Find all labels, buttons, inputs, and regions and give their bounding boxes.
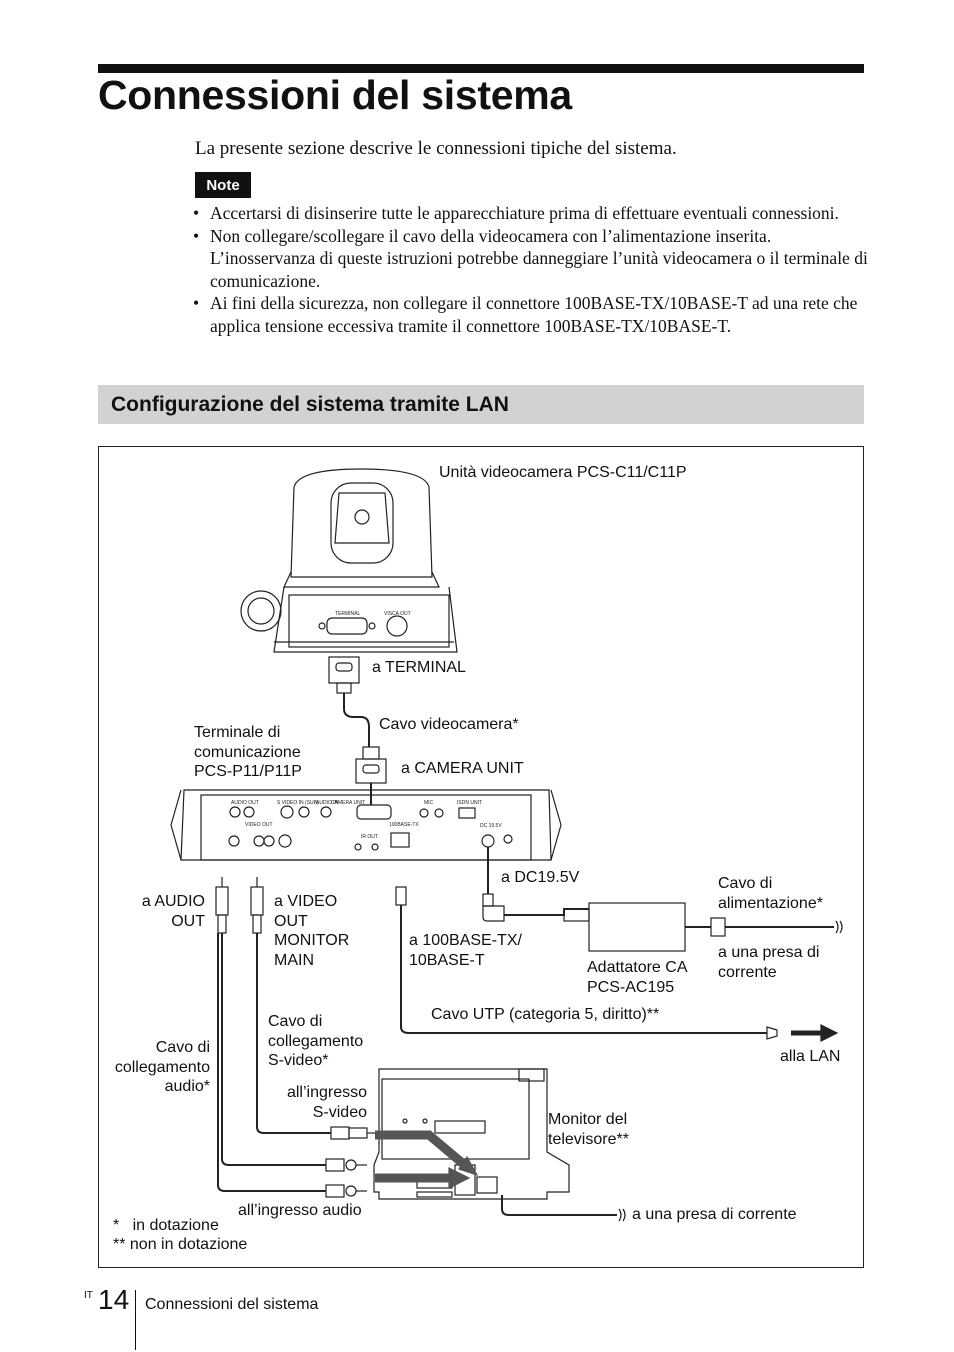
label-tv-monitor: Monitor del televisore**	[548, 1111, 629, 1148]
label-svideo-in: all’ingresso S-video	[286, 1084, 367, 1121]
label-to-terminal: a TERMINAL	[372, 659, 466, 676]
label-audio-in: all’ingresso audio	[238, 1202, 362, 1219]
label-to-video-out: a VIDEO OUT MONITOR MAIN	[274, 893, 350, 969]
note-item: •Non collegare/scollegare il cavo della …	[193, 225, 868, 291]
power-cord	[685, 917, 843, 937]
label-to-outlet-1: a una presa di corrente	[718, 944, 820, 981]
label-audio-cable: Cavo di collegamento audio*	[114, 1039, 210, 1095]
label-camera-cable: Cavo videocamera*	[379, 716, 519, 733]
dc-cable	[482, 847, 590, 922]
svg-text:CAMERA UNIT: CAMERA UNIT	[331, 800, 365, 806]
label-to-lan-port: a 100BASE-TX/ 10BASE-T	[409, 932, 522, 969]
label-power-cable: Cavo di alimentazione*	[718, 875, 823, 912]
title-rule	[98, 64, 864, 73]
svg-text:VIDEO OUT: VIDEO OUT	[245, 822, 273, 828]
camera-cable	[343, 693, 370, 747]
legend-supplied: * in dotazione	[113, 1217, 219, 1234]
footer-section: Connessioni del sistema	[145, 1296, 319, 1313]
svg-text:IR OUT: IR OUT	[361, 834, 378, 840]
label-to-camera-unit: a CAMERA UNIT	[401, 760, 524, 777]
intro-text: La presente sezione descrive le connessi…	[195, 138, 677, 159]
svg-text:VISCA OUT: VISCA OUT	[384, 611, 411, 617]
note-item: •Accertarsi di disinserire tutte le appa…	[193, 203, 839, 223]
svg-text:AUDIO OUT: AUDIO OUT	[231, 800, 259, 806]
label-terminal: Terminale di comunicazione PCS-P11/P11P	[194, 724, 302, 780]
terminal-drawing: AUDIO OUT S VIDEO IN (SUB) AUDIO IN CAME…	[170, 789, 562, 861]
svideo-arrow	[375, 1130, 470, 1171]
section-heading: Configurazione del sistema tramite LAN	[98, 385, 864, 424]
camera-unit-drawing: TERMINAL VISCA OUT	[240, 468, 458, 653]
label-to-outlet-2: a una presa di corrente	[632, 1206, 797, 1223]
note-list: •Accertarsi di disinserire tutte le appa…	[193, 202, 873, 337]
svg-text:AUDIO IN: AUDIO IN	[316, 800, 339, 806]
footer-rule	[135, 1290, 136, 1350]
page-number: 14	[98, 1284, 130, 1315]
page-title: Connessioni del sistema	[98, 72, 572, 118]
diagram-drawing: TERMINAL VISCA OUT AUDIO OUT S VIDEO IN …	[170, 468, 843, 1222]
label-to-dc: a DC19.5V	[501, 869, 580, 886]
svg-text:ISDN UNIT: ISDN UNIT	[457, 800, 482, 806]
note-badge: Note	[195, 172, 251, 198]
connection-diagram: TERMINAL VISCA OUT AUDIO OUT S VIDEO IN …	[98, 446, 864, 1268]
svg-text:S VIDEO IN (SUB): S VIDEO IN (SUB)	[277, 800, 319, 806]
audio-cable	[215, 877, 367, 1198]
legend-not-supplied: ** non in dotazione	[113, 1236, 248, 1253]
label-ac-adapter: Adattatore CA PCS-AC195	[587, 959, 688, 996]
svg-text:MIC: MIC	[424, 800, 434, 806]
label-utp-cable: Cavo UTP (categoria 5, diritto)**	[431, 1006, 660, 1023]
tv-power-cord	[501, 1195, 617, 1216]
ac-adapter	[588, 902, 686, 952]
svg-text:TERMINAL: TERMINAL	[335, 611, 361, 617]
label-to-audio-out: a AUDIO OUT	[141, 893, 205, 930]
label-camera-unit: Unità videocamera PCS-C11/C11P	[439, 464, 687, 481]
svideo-cable	[250, 877, 375, 1140]
footer-language: IT	[84, 1290, 93, 1301]
label-svideo-cable: Cavo di collegamento S-video*	[268, 1013, 364, 1069]
camera-unit-plug	[355, 758, 387, 784]
label-to-lan: alla LAN	[780, 1048, 841, 1065]
note-item: •Ai fini della sicurezza, non collegare …	[193, 293, 858, 336]
svg-text:DC 19.5V: DC 19.5V	[480, 823, 502, 829]
utp-cable	[395, 886, 839, 1042]
terminal-plug	[328, 656, 360, 684]
svg-text:100BASE-TX: 100BASE-TX	[389, 822, 419, 828]
